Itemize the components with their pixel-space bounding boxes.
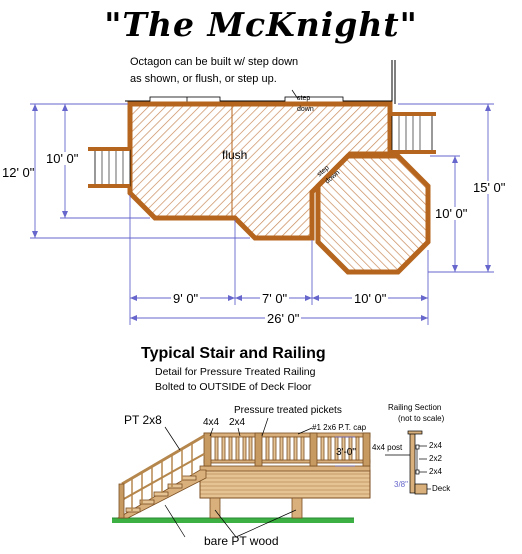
section-title: Railing Section (388, 403, 442, 412)
grass-line (112, 517, 354, 523)
dim-right-15ft: 15' 0" (473, 180, 506, 195)
octagon-note-line2: as shown, or flush, or step up. (130, 73, 277, 85)
left-stairs (88, 147, 131, 188)
main-deck (127, 101, 393, 241)
detail-subheading-1: Detail for Pressure Treated Railing (155, 366, 316, 378)
section-bolt-label: 3/8" (394, 480, 408, 489)
deck-section (199, 465, 371, 519)
octagon-note-line1: Octagon can be built w/ step down (130, 56, 299, 68)
label-cap: #1 2x6 P.T. cap (312, 423, 367, 432)
step-down-label-top: step (297, 95, 311, 102)
dim-bottom-9ft: 9' 0" (171, 291, 201, 306)
label-2x4: 2x4 (229, 417, 246, 428)
label-rail-height: 3'-0" (336, 447, 356, 458)
right-stairs (390, 112, 436, 154)
detail-heading: Typical Stair and Railing (141, 345, 326, 362)
label-pt-2x8: PT 2x8 (124, 413, 162, 427)
dim-bottom-26ft: 26' 0" (265, 311, 302, 326)
dimension-ticks (32, 104, 491, 321)
detail-subheading-2: Bolted to OUTSIDE of Deck Floor (155, 381, 312, 393)
section-2x4-top: 2x4 (429, 441, 442, 450)
section-post-label: 4x4 post (372, 443, 403, 452)
flush-label: flush (222, 148, 248, 162)
dim-bottom-7ft: 7' 0" (260, 291, 290, 306)
step-down-label-bottom: down (297, 106, 314, 113)
octagon-deck (315, 153, 431, 275)
railing-section (385, 430, 431, 495)
label-bare-pt-wood: bare PT wood (204, 534, 279, 548)
railing (203, 432, 371, 467)
detail-leaders (164, 417, 355, 538)
section-2x4-bottom: 2x4 (429, 467, 442, 476)
section-2x2: 2x2 (429, 454, 442, 463)
note-leader (291, 89, 299, 100)
dim-left-10ft: 10' 0" (46, 151, 79, 166)
dim-bottom-10ft: 10' 0" (352, 291, 389, 306)
section-deck-label: Deck (432, 484, 451, 493)
label-4x4: 4x4 (203, 417, 220, 428)
section-subtitle: (not to scale) (398, 414, 445, 423)
label-pressure-treated-pickets: Pressure treated pickets (234, 405, 342, 416)
page-title: "The McKnight" (104, 5, 418, 44)
dim-right-10ft: 10' 0" (435, 206, 468, 221)
dim-left-12ft: 12' 0" (2, 165, 35, 180)
stair-detail (116, 434, 207, 519)
